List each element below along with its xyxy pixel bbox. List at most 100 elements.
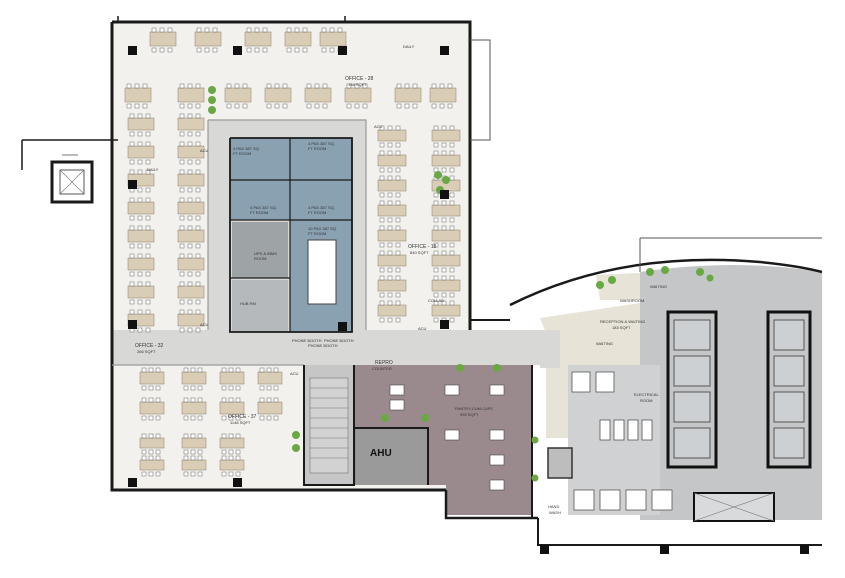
chair [329, 27, 335, 33]
chair [433, 250, 439, 256]
chair [141, 455, 147, 461]
desk [431, 154, 461, 167]
elevator-core [547, 310, 812, 522]
chair [379, 217, 385, 223]
chair [129, 169, 135, 175]
chair [183, 455, 189, 461]
chair [395, 275, 401, 281]
chair [449, 275, 455, 281]
desk [127, 145, 155, 159]
chair [379, 242, 385, 248]
chair [449, 200, 455, 206]
chair [148, 385, 154, 391]
chair [195, 159, 201, 165]
exterior-walls [110, 16, 823, 546]
label-waiting-top: WAITING [650, 284, 667, 289]
chair [126, 103, 132, 109]
chair [379, 300, 385, 306]
chair [329, 47, 335, 53]
chair [137, 159, 143, 165]
chair [266, 415, 272, 421]
chair [321, 27, 327, 33]
chair [322, 103, 328, 109]
chair [145, 225, 151, 231]
chair [294, 47, 300, 53]
chair [379, 292, 385, 298]
chair [395, 175, 401, 181]
chair [228, 367, 234, 373]
chair [433, 317, 439, 323]
desk [377, 254, 407, 267]
chair [431, 103, 437, 109]
chair [195, 253, 201, 259]
chair [129, 215, 135, 221]
chair [195, 215, 201, 221]
pantry-table [389, 399, 405, 411]
chair [396, 103, 402, 109]
chair [137, 141, 143, 147]
chair [179, 131, 185, 137]
desk [377, 129, 407, 142]
label-electrical-sub: ROOM [640, 398, 652, 403]
label-ahu: AHU [370, 448, 392, 459]
chair [346, 103, 352, 109]
chair [447, 83, 453, 89]
label-acu-5: ACU [290, 371, 299, 376]
chair [449, 267, 455, 273]
chair [379, 317, 385, 323]
chair [395, 217, 401, 223]
label-waiting-mid: WAITING [596, 341, 613, 346]
pantry-table [444, 384, 460, 396]
chair [141, 433, 147, 439]
chair [142, 83, 148, 89]
chair [197, 449, 203, 455]
chair [187, 309, 193, 315]
label-office-32: OFFICE - 32 [135, 343, 164, 349]
chair [228, 385, 234, 391]
chair [167, 27, 173, 33]
chair [254, 27, 260, 33]
chair [137, 225, 143, 231]
chair [273, 385, 279, 391]
chair [302, 47, 308, 53]
chair [221, 455, 227, 461]
chair [259, 397, 265, 403]
chair [190, 449, 196, 455]
chair [179, 253, 185, 259]
chair [282, 83, 288, 89]
desk [181, 437, 207, 449]
chair [155, 397, 161, 403]
chair [145, 327, 151, 333]
chair [179, 215, 185, 221]
desk [219, 459, 245, 471]
chair [187, 281, 193, 287]
chair [387, 317, 393, 323]
chair [137, 243, 143, 249]
label-4pax-b-sub: FT ROOM [308, 146, 326, 151]
desk [264, 87, 292, 103]
chair [449, 150, 455, 156]
chair [141, 397, 147, 403]
chair [179, 113, 185, 119]
chair [195, 113, 201, 119]
chair [183, 449, 189, 455]
chair [145, 271, 151, 277]
chair [354, 103, 360, 109]
chair [387, 275, 393, 281]
chair [379, 192, 385, 198]
label-phone-3: PHONE BOOTH [324, 338, 354, 343]
chair [195, 197, 201, 203]
chair [234, 103, 240, 109]
chair [167, 47, 173, 53]
chair [187, 113, 193, 119]
chair [449, 292, 455, 298]
chair [179, 197, 185, 203]
chair [294, 27, 300, 33]
chair [221, 449, 227, 455]
desk [177, 285, 205, 299]
label-phone-2: PHONE BOOTH [308, 343, 338, 348]
chair [395, 192, 401, 198]
chair [433, 275, 439, 281]
chair [155, 415, 161, 421]
chair [387, 267, 393, 273]
